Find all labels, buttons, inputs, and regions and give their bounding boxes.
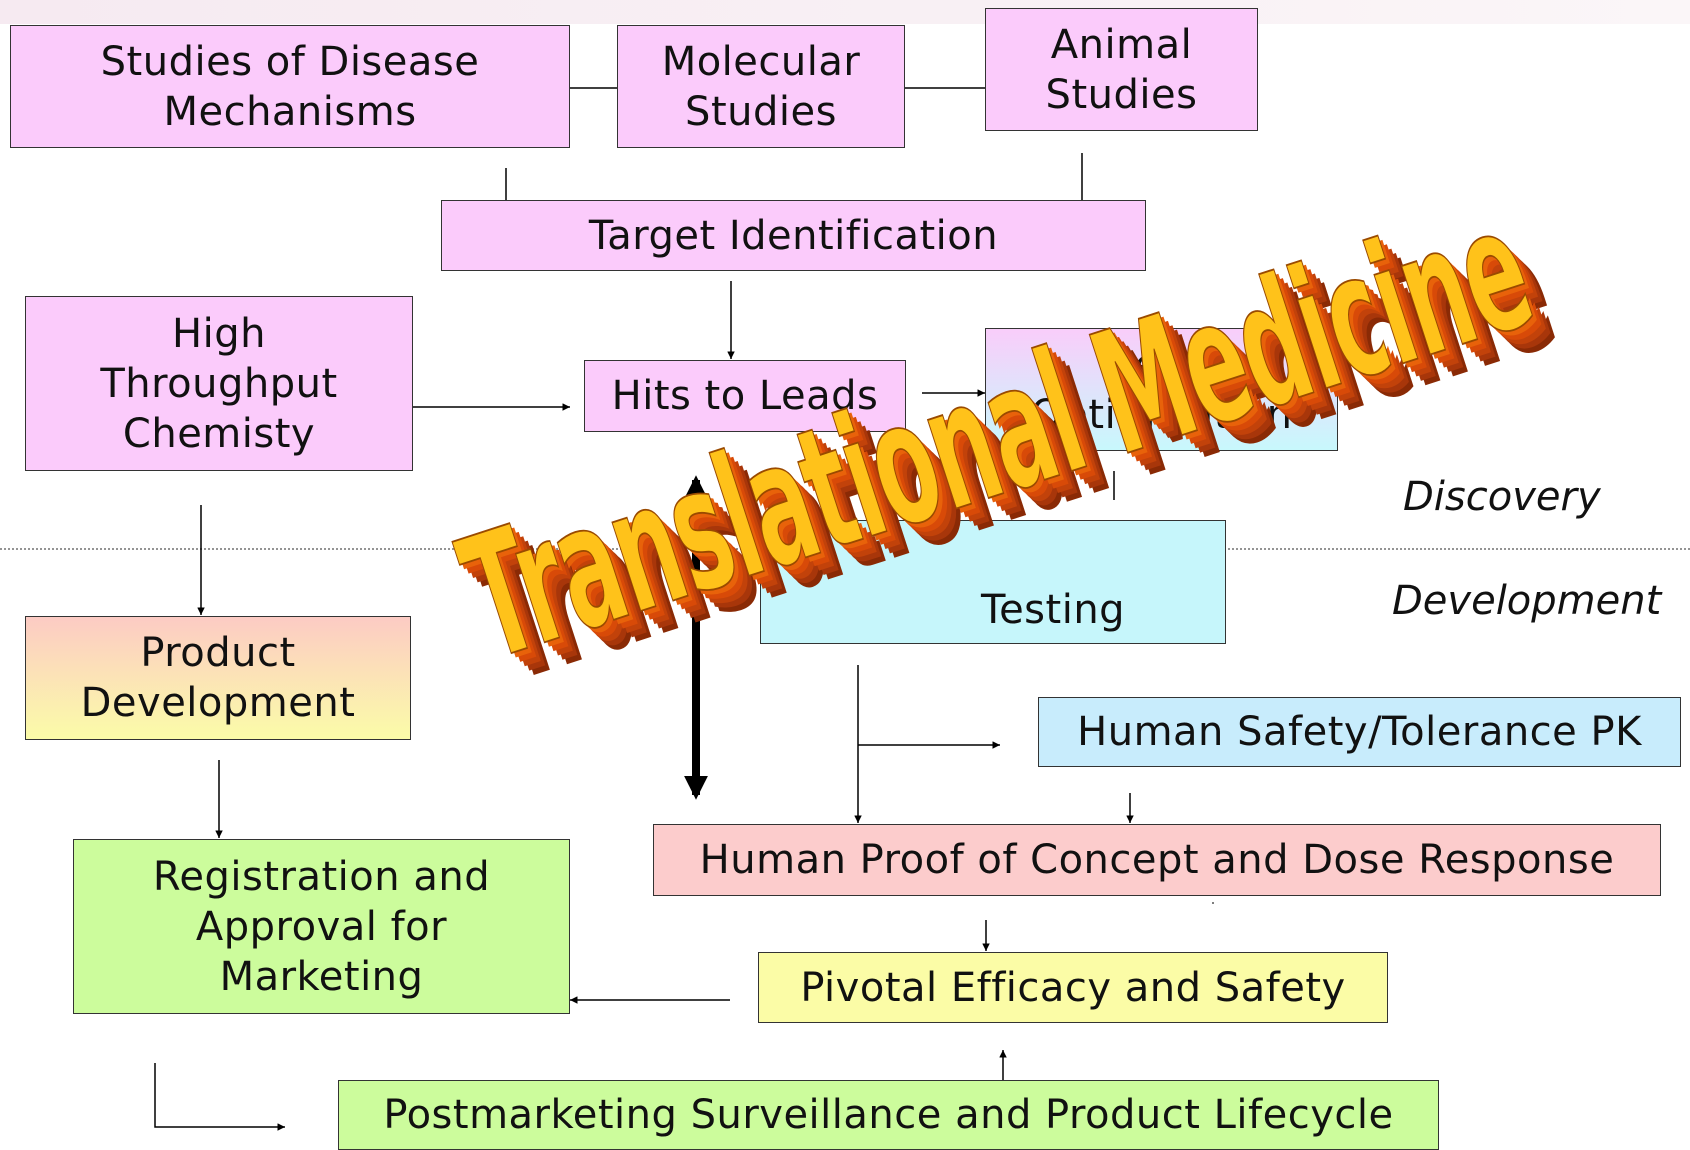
box-molecular-studies: Molecular Studies	[617, 25, 905, 148]
box-testing-partially-hidden: Testing	[760, 520, 1226, 644]
box-postmarketing-surveillance: Postmarketing Surveillance and Product L…	[338, 1080, 1439, 1150]
phase-label-discovery: Discovery	[1403, 474, 1601, 520]
title-bar-strip	[0, 0, 1690, 24]
box-animal-studies: Animal Studies	[985, 8, 1258, 131]
box-human-proof-of-concept: Human Proof of Concept and Dose Response	[653, 824, 1661, 896]
arrow-registration-to-postmarketing	[154, 1063, 285, 1131]
box-high-throughput-chemistry: High Throughput Chemisty	[25, 296, 413, 471]
phase-label-development: Development	[1392, 578, 1662, 624]
box-testing-label: Testing	[980, 587, 1126, 633]
box-disease-mechanisms: Studies of Disease Mechanisms	[10, 25, 570, 148]
box-target-identification: Target Identification	[441, 200, 1146, 271]
box-pivotal-efficacy-safety: Pivotal Efficacy and Safety	[758, 952, 1388, 1023]
box-human-safety-tolerance: Human Safety/Tolerance PK	[1038, 697, 1681, 767]
stray-dot-mark	[1212, 902, 1214, 904]
box-lead-optimization: Lead Optimization	[985, 328, 1338, 451]
box-product-development: Product Development	[25, 616, 411, 740]
box-registration-approval: Registration and Approval for Marketing	[73, 839, 570, 1014]
box-hits-to-leads: Hits to Leads	[584, 360, 906, 432]
